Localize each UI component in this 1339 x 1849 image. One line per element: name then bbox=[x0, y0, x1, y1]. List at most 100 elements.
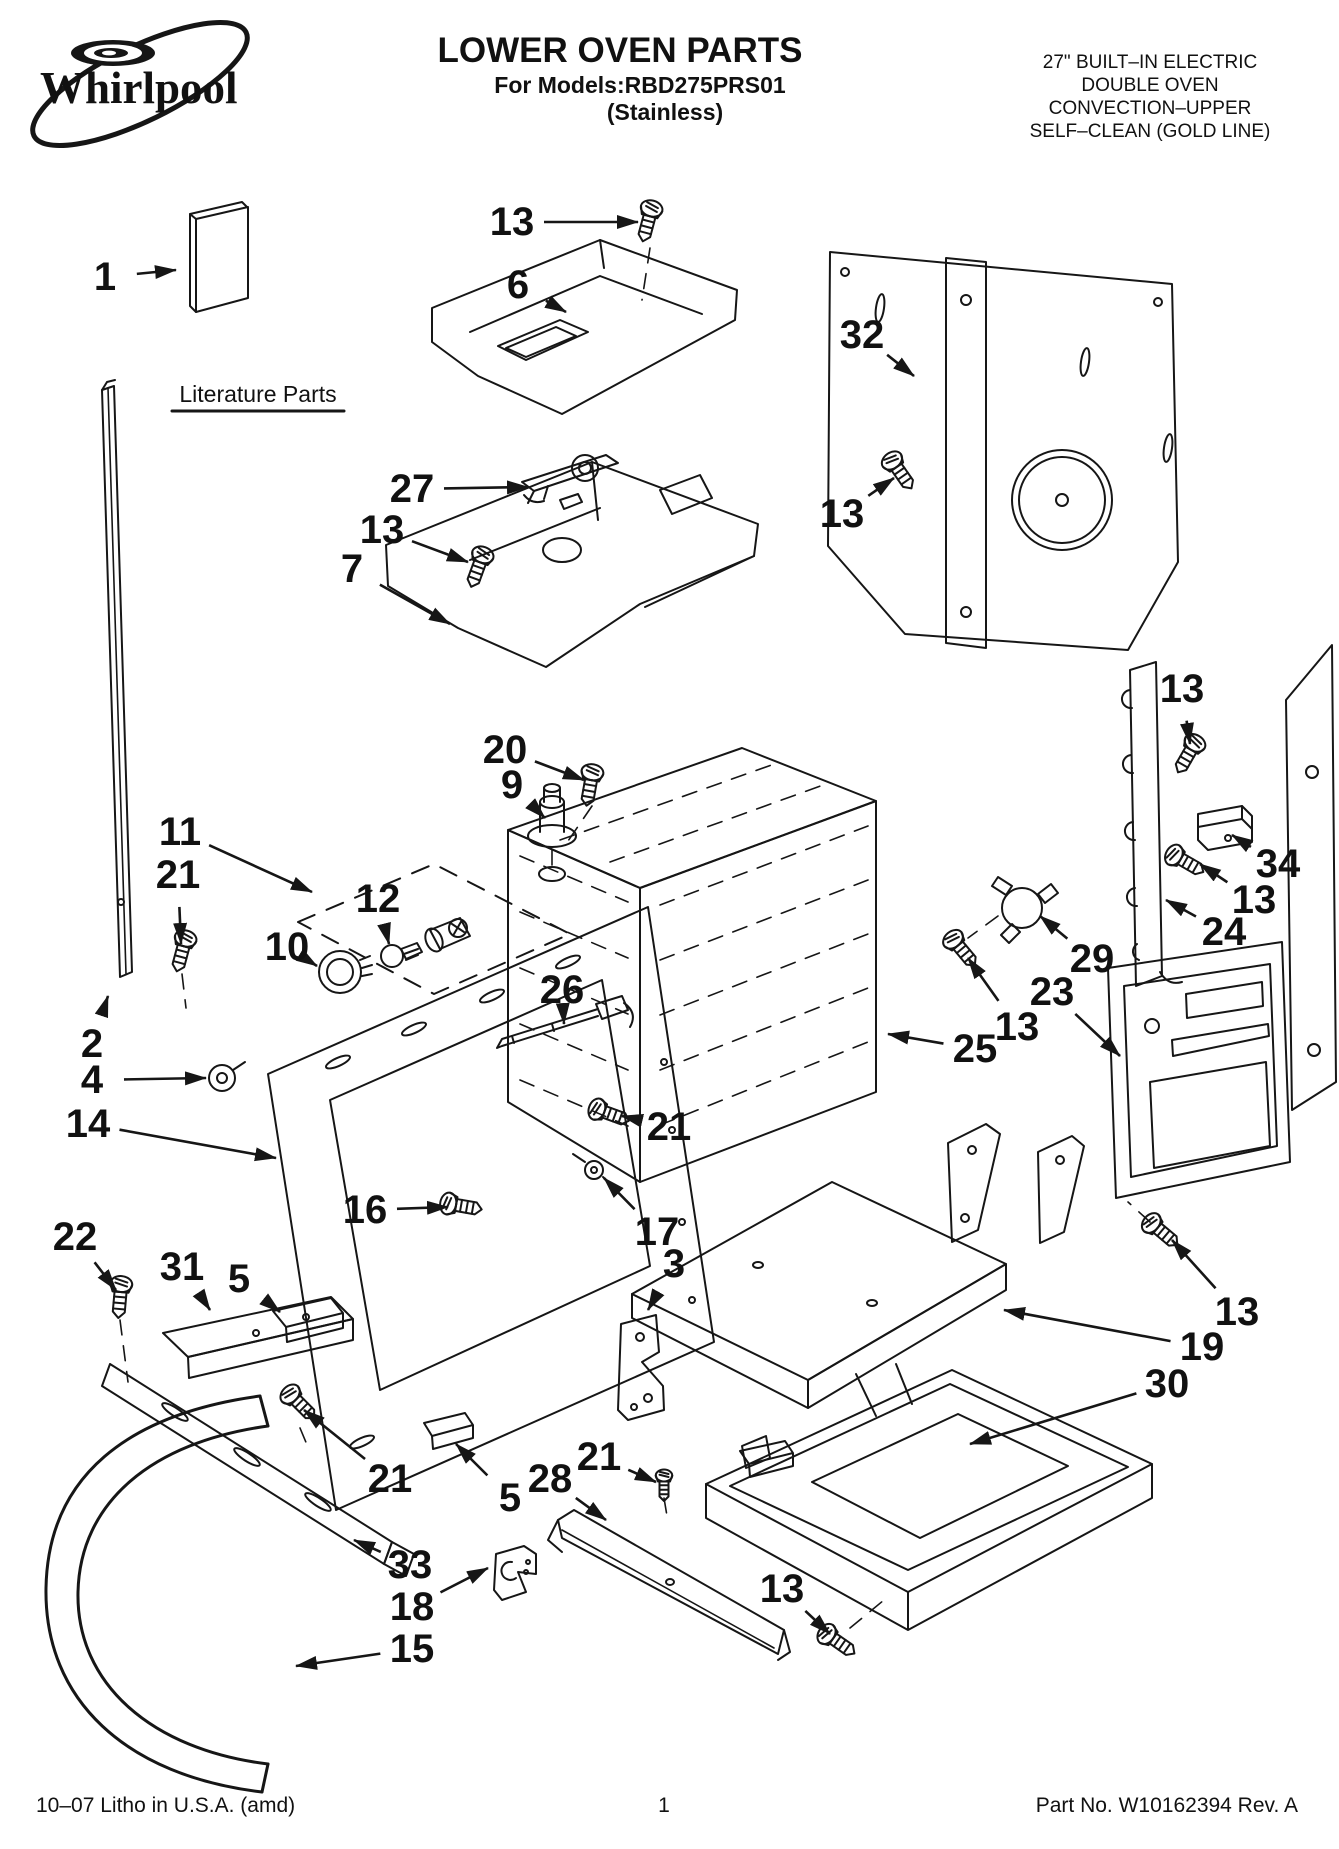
screw-shape bbox=[645, 202, 658, 212]
callout-label: 21 bbox=[647, 1105, 692, 1149]
callout: 4 bbox=[81, 1058, 207, 1102]
part-oven-cavity-shape bbox=[520, 856, 628, 1126]
part-door-liner-shape bbox=[268, 907, 714, 1510]
screw-shape bbox=[895, 468, 912, 485]
callout-leader bbox=[648, 1288, 665, 1311]
callout-label: 27 bbox=[390, 467, 435, 511]
callout-leader bbox=[304, 1410, 365, 1459]
part-door-frame-shape bbox=[260, 1396, 268, 1792]
callout-leader bbox=[535, 761, 585, 780]
screw-shape bbox=[582, 784, 596, 798]
finish-line: (Stainless) bbox=[607, 99, 723, 125]
callout: 11 bbox=[159, 810, 313, 892]
part-lamp-kit-outline bbox=[298, 864, 570, 994]
screw-shape bbox=[173, 949, 188, 964]
whirlpool-logo: Whirlpool bbox=[18, 0, 263, 169]
callout-label: 33 bbox=[388, 1543, 433, 1587]
part-rear-panel-shape bbox=[961, 607, 971, 617]
callout: 3 bbox=[648, 1242, 685, 1311]
screw-shape bbox=[660, 1485, 669, 1494]
brand-wordmark: Whirlpool bbox=[40, 63, 238, 113]
part-shelf-shape bbox=[1038, 1136, 1084, 1243]
callout-label: 24 bbox=[1202, 910, 1247, 954]
part-hinge-bracket-shape bbox=[631, 1404, 637, 1410]
callout-label: 13 bbox=[360, 508, 405, 552]
part-vent-grommet bbox=[528, 784, 576, 866]
part-thermostat bbox=[968, 877, 1058, 943]
callout: 23 bbox=[1030, 970, 1120, 1056]
part-vent-grommet-shape bbox=[528, 825, 576, 847]
screw bbox=[576, 762, 605, 807]
callout-label: 15 bbox=[390, 1627, 435, 1671]
callout: 22 bbox=[53, 1215, 116, 1290]
screw-shape bbox=[586, 766, 599, 775]
screw-shape bbox=[834, 1637, 851, 1654]
part-lamp-lens bbox=[319, 951, 372, 993]
part-oven-cavity-shape bbox=[660, 826, 868, 1125]
callout: 27 bbox=[390, 467, 529, 511]
callout-label: 30 bbox=[1145, 1362, 1190, 1406]
part-side-panel-shape bbox=[1124, 964, 1277, 1177]
callout-label: 29 bbox=[1070, 937, 1115, 981]
callout-label: 13 bbox=[1215, 1290, 1260, 1334]
part-side-panel-shape bbox=[1160, 972, 1182, 983]
part-literature-book-shape bbox=[190, 207, 248, 312]
part-clip-shape bbox=[526, 1560, 530, 1564]
part-side-channel-shape bbox=[1130, 662, 1162, 986]
part-broiler-pan-shape bbox=[856, 1364, 912, 1416]
callout: 20 bbox=[483, 728, 585, 780]
part-oven-sensor bbox=[497, 996, 633, 1048]
callout: 13 bbox=[1160, 667, 1204, 745]
part-door-liner-shape bbox=[669, 1127, 675, 1133]
part-bottom-rail-shape bbox=[548, 1520, 790, 1660]
part-side-trim-shape bbox=[102, 380, 115, 390]
part-door-liner-shape bbox=[330, 980, 650, 1390]
part-door-grommet-shape bbox=[233, 1062, 245, 1070]
part-lamp-lens-shape bbox=[327, 959, 353, 985]
part-door-liner-shape bbox=[400, 1020, 427, 1038]
part-bottom-panel-shape bbox=[543, 538, 581, 562]
part-lower-trim bbox=[102, 1364, 414, 1576]
callout-label: 13 bbox=[995, 1005, 1040, 1049]
page-title: LOWER OVEN PARTS bbox=[438, 31, 803, 70]
part-spacer-block-shape bbox=[273, 1298, 343, 1342]
callout: 26 bbox=[540, 968, 585, 1025]
part-bottom-panel-shape bbox=[470, 462, 754, 607]
part-oven-cavity bbox=[508, 748, 876, 1182]
part-door-liner-shape bbox=[554, 953, 581, 971]
part-oven-sensor-shape bbox=[512, 1024, 554, 1043]
callout: 33 bbox=[353, 1540, 433, 1587]
screw bbox=[939, 926, 983, 972]
part-top-cover bbox=[432, 240, 737, 414]
callout-label: 9 bbox=[501, 763, 523, 807]
screw-shape bbox=[455, 1199, 483, 1215]
callout-leader bbox=[377, 921, 391, 945]
callout: 21 bbox=[304, 1410, 412, 1501]
callout: 5 bbox=[228, 1257, 280, 1312]
screw bbox=[632, 198, 664, 244]
callout-leader bbox=[805, 1611, 830, 1634]
callout-leader bbox=[1040, 916, 1067, 939]
callout-label: 18 bbox=[390, 1585, 435, 1629]
callout-label: 5 bbox=[499, 1476, 521, 1520]
part-rear-panel-shape bbox=[1306, 766, 1318, 778]
callout-label: 21 bbox=[156, 853, 201, 897]
part-thermostat-shape bbox=[968, 916, 998, 938]
callout: 2 bbox=[81, 995, 108, 1066]
callout-leader bbox=[1172, 1240, 1216, 1288]
part-shelf-shape bbox=[961, 1214, 969, 1222]
callout: 13 bbox=[490, 200, 639, 244]
part-lower-trim-shape bbox=[303, 1490, 333, 1513]
part-door-frame bbox=[46, 1396, 268, 1792]
part-side-trim bbox=[102, 380, 132, 977]
part-side-channel bbox=[1122, 662, 1162, 986]
callout-leader bbox=[1003, 1306, 1171, 1341]
part-door-latch-shape bbox=[572, 455, 598, 481]
callout-leader bbox=[353, 1540, 381, 1555]
callout: 15 bbox=[295, 1627, 435, 1671]
part-door-liner-shape bbox=[679, 1219, 685, 1225]
callout-leader bbox=[544, 295, 567, 312]
callout-layer: 1136322713713132091121121034132429231325… bbox=[53, 200, 1301, 1671]
callout-label: 26 bbox=[540, 968, 585, 1012]
